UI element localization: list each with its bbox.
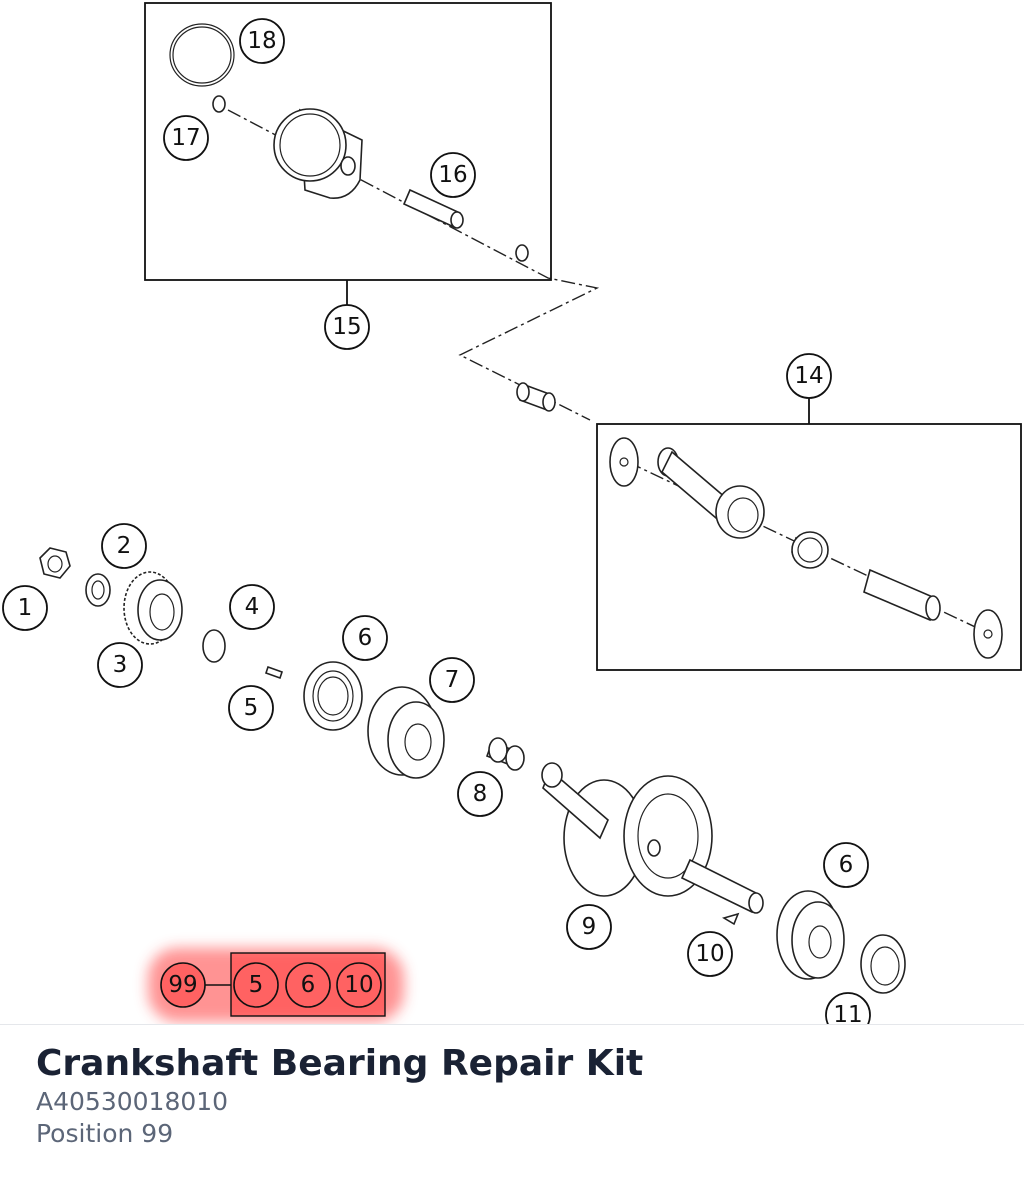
part-title: Crankshaft Bearing Repair Kit — [36, 1043, 644, 1084]
crankshaft-part — [541, 762, 764, 914]
circlip-part-2 — [515, 244, 529, 262]
woodruff-key-part-2 — [722, 912, 740, 926]
part-number: A40530018010 — [36, 1087, 229, 1116]
svg-text:8: 8 — [473, 781, 488, 807]
callout-6-lower[interactable]: 6 — [823, 842, 869, 888]
svg-text:6: 6 — [358, 625, 373, 651]
svg-text:9: 9 — [582, 914, 597, 940]
exploded-parts-diagram: 18 17 16 15 14 2 1 4 3 6 7 5 8 6 9 10 11… — [2, 2, 1022, 1024]
ball-bearing-part-2 — [776, 890, 845, 980]
crank-pin-part — [863, 568, 941, 622]
callout-9[interactable]: 9 — [566, 904, 612, 950]
svg-text:14: 14 — [794, 363, 823, 389]
callout-5[interactable]: 5 — [228, 685, 274, 731]
svg-text:10: 10 — [695, 941, 724, 967]
svg-text:5: 5 — [249, 972, 264, 998]
piston-kit-box — [144, 2, 552, 281]
piston-axis-line — [227, 109, 600, 421]
callout-10[interactable]: 10 — [687, 931, 733, 977]
kit-label: 99 — [168, 972, 197, 998]
svg-text:6: 6 — [839, 852, 854, 878]
ball-bearing-part — [367, 686, 445, 779]
kit-member-6[interactable]: 6 — [285, 962, 331, 1008]
svg-text:1: 1 — [18, 595, 33, 621]
piston-part — [273, 108, 363, 199]
callout-3[interactable]: 3 — [97, 642, 143, 688]
callout-7[interactable]: 7 — [429, 657, 475, 703]
woodruff-key-part — [264, 665, 284, 680]
callout-17[interactable]: 17 — [163, 115, 209, 161]
piston-ring-inner — [172, 26, 232, 84]
callout-8[interactable]: 8 — [457, 771, 503, 817]
svg-text:10: 10 — [344, 972, 373, 998]
callout-14[interactable]: 14 — [786, 353, 832, 399]
bushing-part — [485, 737, 525, 771]
thrust-washer-part — [609, 437, 639, 487]
svg-text:15: 15 — [332, 314, 361, 340]
callout-11[interactable]: 11 — [825, 992, 871, 1024]
piston-pin-part — [402, 188, 464, 229]
o-ring-part — [202, 629, 226, 663]
callout-6-upper[interactable]: 6 — [342, 615, 388, 661]
svg-text:17: 17 — [171, 125, 200, 151]
big-end-bearing-part — [791, 531, 829, 569]
svg-text:7: 7 — [445, 667, 460, 693]
svg-text:3: 3 — [113, 652, 128, 678]
kit-member-10[interactable]: 10 — [336, 962, 382, 1008]
small-end-bearing-part — [516, 382, 556, 412]
svg-text:18: 18 — [247, 28, 276, 54]
svg-text:5: 5 — [244, 695, 259, 721]
part-info-panel: Crankshaft Bearing Repair Kit A405300180… — [0, 1024, 1024, 1178]
callout-2[interactable]: 2 — [101, 523, 147, 569]
svg-text:16: 16 — [438, 162, 467, 188]
primary-gear-part — [123, 571, 183, 645]
svg-text:11: 11 — [833, 1002, 862, 1024]
callout-4[interactable]: 4 — [229, 584, 275, 630]
circlip-part — [212, 95, 226, 113]
svg-text:6: 6 — [301, 972, 316, 998]
callout-15[interactable]: 15 — [324, 304, 370, 350]
svg-text:4: 4 — [245, 594, 260, 620]
callout-1[interactable]: 1 — [2, 585, 48, 631]
kit-callout-99[interactable]: 99 5 6 10 — [148, 948, 404, 1022]
connecting-rod-part — [657, 447, 765, 539]
nut-part — [39, 547, 71, 579]
callout-18[interactable]: 18 — [239, 18, 285, 64]
thrust-washer-part-2 — [973, 609, 1003, 659]
washer-part — [85, 573, 111, 607]
shaft-seal-part — [303, 661, 363, 731]
part-position: Position 99 — [36, 1119, 174, 1148]
piston-ring-part — [169, 23, 235, 87]
callout-16[interactable]: 16 — [430, 152, 476, 198]
kit-member-5[interactable]: 5 — [233, 962, 279, 1008]
shaft-seal-part-2 — [860, 934, 906, 994]
svg-text:2: 2 — [117, 533, 132, 559]
